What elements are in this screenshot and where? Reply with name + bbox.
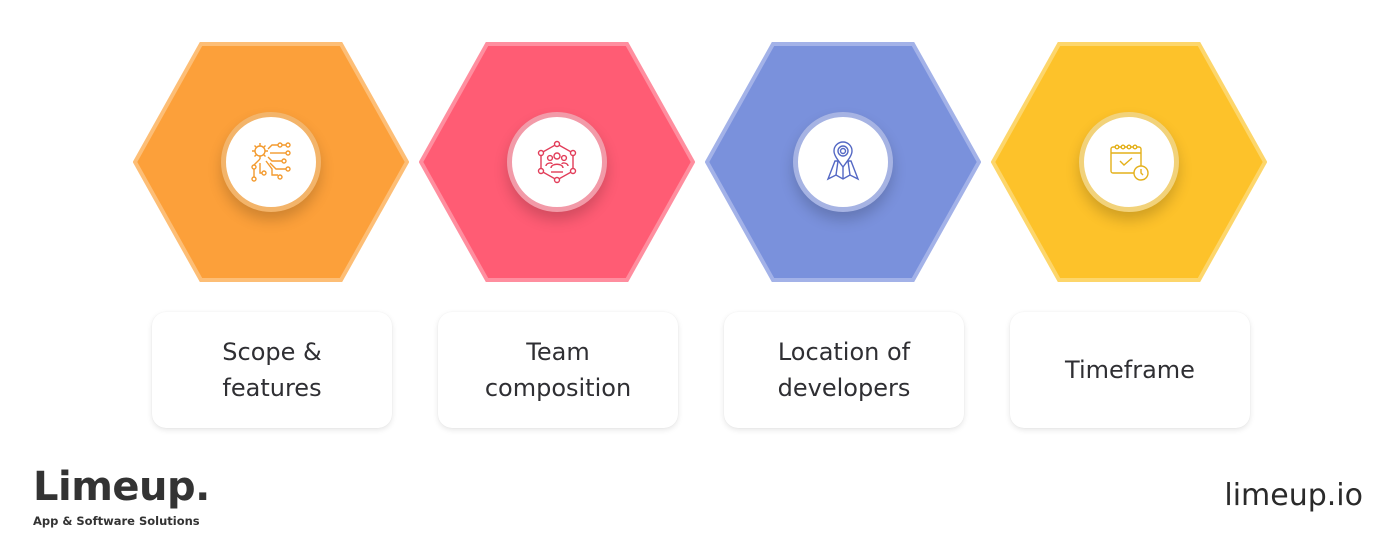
step-label: Location of developers bbox=[777, 338, 911, 402]
step-card-timeframe: Timeframe bbox=[1010, 312, 1250, 428]
hexagon-timeframe bbox=[991, 42, 1267, 282]
website-url: limeup.io bbox=[1224, 478, 1363, 513]
icon-badge bbox=[507, 112, 607, 212]
step-label: Team composition bbox=[484, 338, 632, 402]
calendar-clock-icon bbox=[1110, 144, 1149, 181]
icon-badge bbox=[793, 112, 893, 212]
icon-badge bbox=[221, 112, 321, 212]
gear-circuit-icon bbox=[251, 142, 291, 182]
logo-wordmark: Limeup. bbox=[33, 464, 210, 510]
step-card-team-composition: Team composition bbox=[438, 312, 678, 428]
logo-tagline: App & Software Solutions bbox=[33, 514, 200, 528]
brand-logo: Limeup. App & Software Solutions bbox=[33, 464, 210, 528]
step-label: Scope & features bbox=[222, 338, 322, 402]
step-card-location-developers: Location of developers bbox=[724, 312, 964, 428]
step-label: Timeframe bbox=[1065, 356, 1195, 384]
step-card-scope-features: Scope & features bbox=[152, 312, 392, 428]
hexagon-scope-features bbox=[133, 42, 409, 282]
hexagon-location-developers bbox=[705, 42, 981, 282]
icon-badge bbox=[1079, 112, 1179, 212]
team-network-icon bbox=[537, 140, 577, 184]
hexagon-team-composition bbox=[419, 42, 695, 282]
map-pin-icon bbox=[826, 141, 860, 181]
